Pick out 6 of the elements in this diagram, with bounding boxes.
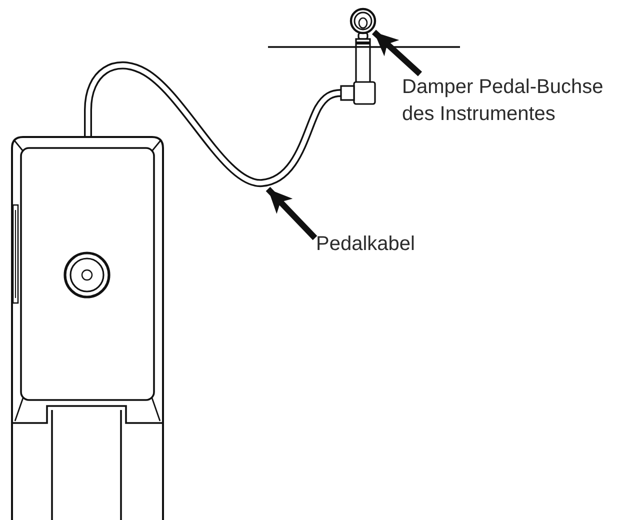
leader-arrow <box>372 30 422 76</box>
leader-arrow <box>266 186 318 240</box>
cable-drawing <box>84 62 342 187</box>
part-label: Damper Pedal-Buchse des Instrumentes <box>402 74 626 128</box>
socket-drawing <box>350 8 376 34</box>
part-label: Pedalkabel <box>316 231 446 258</box>
